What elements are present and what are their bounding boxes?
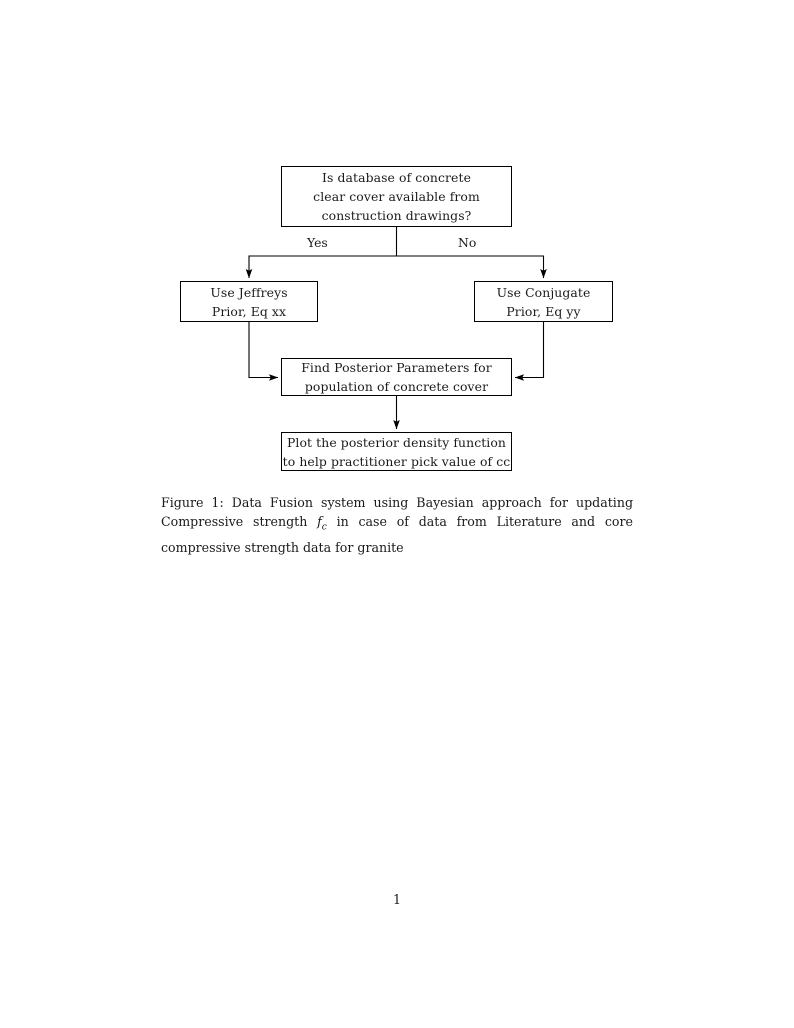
flow-node-question-line-3: construction drawings? [321,208,472,223]
flow-node-conjugate-line-1: Use Conjugate [496,284,591,300]
math-subscript: c [321,522,327,533]
flow-node-question: Is database of concrete clear cover avai… [281,166,512,227]
figure-caption-text-after: in case of data from Literature and core… [161,514,633,555]
flow-node-jeffreys-line-1: Use Jeffreys [210,284,288,300]
flow-node-plot-posterior-density: Plot the posterior density function to h… [281,432,512,471]
edge-label-yes: Yes [307,235,328,250]
figure-caption-math-fc: fc [317,514,327,533]
flow-node-jeffreys-prior: Use Jeffreys Prior, Eq xx [180,281,318,322]
flow-node-plot-line-1: Plot the posterior density function [286,434,507,450]
flowchart-connectors [245,227,547,430]
flow-node-conjugate-line-2: Prior, Eq yy [506,303,581,319]
figure-caption-label: Figure 1: [161,495,224,510]
flow-node-find-posterior-parameters: Find Posterior Parameters for population… [281,358,512,396]
figure-caption-text-before: Data Fusion system using Bayesian approa… [161,495,634,530]
flow-node-question-line-1: Is database of concrete [322,170,471,185]
flow-node-jeffreys-line-2: Prior, Eq xx [211,303,287,319]
math-base: f [317,514,322,530]
edge-label-no: No [458,235,477,250]
flow-node-posterior-line-1: Find Posterior Parameters for [301,360,492,375]
connector-conjugate-to-posterior [514,322,545,381]
figure-flowchart: Is database of concrete clear cover avai… [0,0,794,490]
flow-node-plot-line-2: to help practitioner pick value of cc [282,453,511,469]
connector-yes-branch [245,255,397,279]
figure-caption: Figure 1: Data Fusion system using Bayes… [161,493,633,557]
flow-node-conjugate-prior: Use Conjugate Prior, Eq yy [474,281,613,322]
flow-node-question-line-2: clear cover available from [313,189,480,204]
connector-no-branch [396,255,547,279]
page-number: 1 [392,892,401,907]
connector-jeffreys-to-posterior [248,322,279,381]
flow-node-posterior-line-2: population of concrete cover [304,379,489,394]
